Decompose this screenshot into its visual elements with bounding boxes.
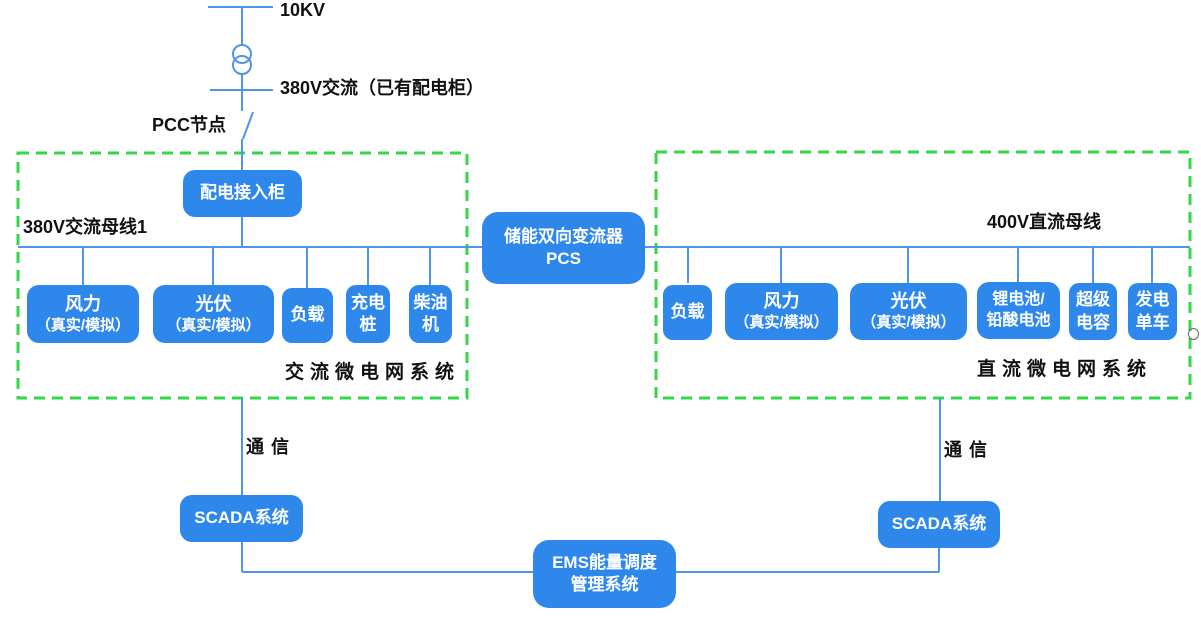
node-label: 管理系统 bbox=[570, 575, 639, 594]
dc-system-title: 直流微电网系统 bbox=[977, 359, 1153, 380]
node-ac-ev-charger: 充电 桩 bbox=[346, 285, 390, 343]
comm-label-left: 通信 bbox=[246, 437, 296, 457]
pcc-node-label: PCC节点 bbox=[152, 115, 227, 135]
node-distribution-access-cabinet: 配电接入柜 bbox=[183, 170, 302, 217]
node-label: 铅酸电池 bbox=[986, 311, 1051, 329]
node-dc-load: 负载 bbox=[663, 285, 712, 340]
node-label: （真实/模拟） bbox=[35, 316, 131, 334]
node-label: 风力 bbox=[763, 291, 800, 312]
node-label: 单车 bbox=[1135, 312, 1170, 332]
node-label: （真实/模拟） bbox=[166, 316, 261, 334]
ac-bus-label: 380V交流母线1 bbox=[23, 217, 148, 237]
node-label: SCADA系统 bbox=[891, 514, 987, 534]
node-dc-battery: 锂电池/ 铅酸电池 bbox=[977, 282, 1060, 339]
node-ems: EMS能量调度 管理系统 bbox=[533, 540, 676, 608]
node-label: （真实/模拟） bbox=[861, 314, 956, 332]
hv-grid-label: 10KV bbox=[280, 0, 326, 20]
breaker-switch-icon bbox=[242, 111, 254, 140]
node-label: 配电接入柜 bbox=[200, 183, 285, 203]
node-label: 电容 bbox=[1076, 312, 1110, 332]
comm-label-right: 通信 bbox=[944, 440, 994, 460]
node-dc-generator-bike: 发电 单车 bbox=[1128, 283, 1177, 340]
node-label: 光伏 bbox=[890, 291, 927, 312]
node-label: 锂电池/ bbox=[992, 290, 1045, 308]
node-ac-diesel: 柴油 机 bbox=[409, 285, 452, 343]
lv-grid-label: 380V交流（已有配电柜） bbox=[280, 78, 485, 98]
transformer-icon bbox=[232, 44, 252, 64]
node-scada-left: SCADA系统 bbox=[180, 495, 303, 542]
dc-bus-label: 400V直流母线 bbox=[987, 212, 1102, 232]
node-label: EMS能量调度 bbox=[552, 552, 657, 572]
node-dc-pv: 光伏 （真实/模拟） bbox=[850, 283, 967, 340]
node-label: 负载 bbox=[670, 302, 705, 322]
node-label: 发电 bbox=[1135, 290, 1170, 310]
node-ac-wind: 风力 （真实/模拟） bbox=[27, 285, 139, 343]
node-label: 充电 bbox=[351, 292, 385, 312]
node-dc-supercapacitor: 超级 电容 bbox=[1069, 283, 1117, 340]
node-label: （真实/模拟） bbox=[734, 314, 829, 332]
node-ac-pv: 光伏 （真实/模拟） bbox=[153, 285, 274, 343]
node-label: 桩 bbox=[359, 315, 377, 334]
node-label: 超级 bbox=[1076, 290, 1110, 310]
node-dc-wind: 风力 （真实/模拟） bbox=[725, 283, 838, 340]
ac-system-title: 交流微电网系统 bbox=[285, 362, 461, 383]
node-scada-right: SCADA系统 bbox=[878, 501, 1000, 548]
node-pcs-converter: 储能双向变流器 PCS bbox=[482, 212, 645, 284]
node-label: 负载 bbox=[290, 305, 325, 325]
node-label: 光伏 bbox=[195, 293, 232, 314]
transformer-icon bbox=[232, 55, 252, 75]
node-label: 机 bbox=[422, 315, 439, 334]
dc-system-boundary bbox=[654, 150, 1192, 400]
node-label: 储能双向变流器 bbox=[504, 226, 623, 246]
stray-circle-mark bbox=[1188, 328, 1199, 340]
node-label: 风力 bbox=[65, 293, 101, 314]
node-label: PCS bbox=[546, 249, 581, 268]
node-label: 柴油 bbox=[413, 292, 448, 312]
node-ac-load: 负载 bbox=[282, 288, 333, 343]
node-label: SCADA系统 bbox=[194, 508, 289, 528]
